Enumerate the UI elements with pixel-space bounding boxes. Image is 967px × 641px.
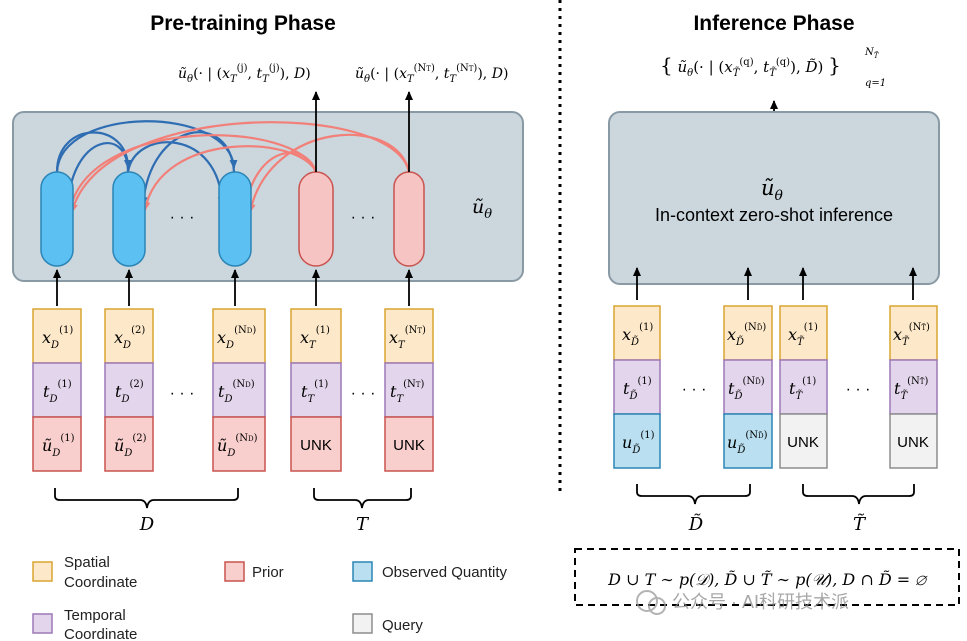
pretraining-column-DN: xD(ND) tD(ND) ũD(ND) [212,308,266,472]
brace-T-label: T [356,514,370,535]
legend-temporal-swatch [32,613,53,634]
legend-prior-swatch [224,561,245,582]
token-dots-2: · · · [351,209,376,226]
svg-text:ũθ(· | (xT(j), tT(j)), D): ũθ(· | (xT(j), tT(j)), D) [178,63,311,85]
pretraining-output-right: ũθ(· | (xT(NT), tT(NT)), D) [355,63,508,85]
inference-column-DN: xD̃(ND̃) tD̃(ND̃) uD̃(ND̃) [723,305,773,469]
svg-text:NT̃: NT̃ [864,47,880,60]
token-TN [393,171,425,267]
brace-D-tilde-label: D̃ [688,513,704,535]
token-D1 [40,171,74,267]
brace-T-tilde-label: T̃ [853,513,867,535]
watermark-text: 公众号 · AI科研技术派 [672,592,849,612]
legend-temporal-line1: Temporal [64,607,126,624]
brace-T [313,488,412,509]
legend: Spatial Coordinate Prior Observed Quanti… [32,554,508,641]
legend-spatial-line2: Coordinate [64,574,137,591]
column-dots-2: · · · [351,385,376,402]
inference-title: Inference Phase [693,12,854,35]
pretraining-column-D2: xD(2) tD(2) ũD(2) [104,308,154,472]
column-dots-1: · · · [170,385,195,402]
legend-temporal-line2: Coordinate [64,626,137,641]
legend-spatial-swatch [32,561,53,582]
pretraining-title: Pre-training Phase [150,12,336,35]
legend-observed-swatch [352,561,373,582]
inference-model-box [608,111,940,285]
brace-D-label: D [139,514,155,535]
equation-text: D ∪ T ∼ p(𝒟), D̃ ∪ T̃ ∼ p(𝒰), D ∩ D̃ = ∅ [607,570,928,589]
pretraining-column-TN: xT(NT) tT(NT) UNK [384,308,434,472]
wechat-icon [636,590,658,612]
watermark: 公众号 · AI科研技术派 [636,590,849,615]
pretraining-output-left: ũθ(· | (xT(j), tT(j)), D) [178,63,311,85]
input-arrows-inference [633,267,917,300]
unk-label: UNK [393,437,425,454]
pretraining-column-T1: xT(1) tT(1) UNK [290,308,342,472]
inference-dots-2: · · · [846,381,871,398]
unk-label: UNK [787,434,819,451]
legend-spatial-line1: Spatial [64,554,110,571]
token-DN [218,171,252,267]
input-arrows-pretraining [53,269,413,306]
brace-T-tilde [802,484,915,505]
token-T1 [298,171,334,267]
svg-text:{ ũθ(· | (xT̃(q), tT̃(q)), D̃): { ũθ(· | (xT̃(q), tT̃(q)), D̃) } [660,53,841,79]
legend-prior-label: Prior [252,564,284,581]
equation-box [574,548,960,606]
inference-output: { ũθ(· | (xT̃(q), tT̃(q)), D̃) } NT̃ q=1 [660,47,886,89]
svg-text:q=1: q=1 [865,78,886,89]
brace-D [54,488,239,509]
inference-model-caption: In-context zero-shot inference [655,205,893,225]
pretraining-model-box [12,111,524,282]
token-D2 [112,171,146,267]
inference-dots-1: · · · [682,381,707,398]
legend-observed-label: Observed Quantity [382,564,508,581]
brace-D-tilde [636,484,751,505]
pretraining-column-D1: xD(1) tD(1) ũD(1) [32,308,82,472]
svg-text:ũθ(· | (xT(NT), tT(NT)), D): ũθ(· | (xT(NT), tT(NT)), D) [355,63,508,85]
legend-query-swatch [352,613,373,634]
legend-query-label: Query [382,617,423,634]
token-dots-1: · · · [170,209,195,226]
unk-label: UNK [897,434,929,451]
unk-label: UNK [300,437,332,454]
inference-column-T1: xT̃(1) tT̃(1) UNK [779,305,828,469]
inference-column-D1: xD̃(1) tD̃(1) uD̃(1) [613,305,661,469]
inference-column-TN: xT̃(NT̃) tT̃(NT̃) UNK [889,305,938,469]
